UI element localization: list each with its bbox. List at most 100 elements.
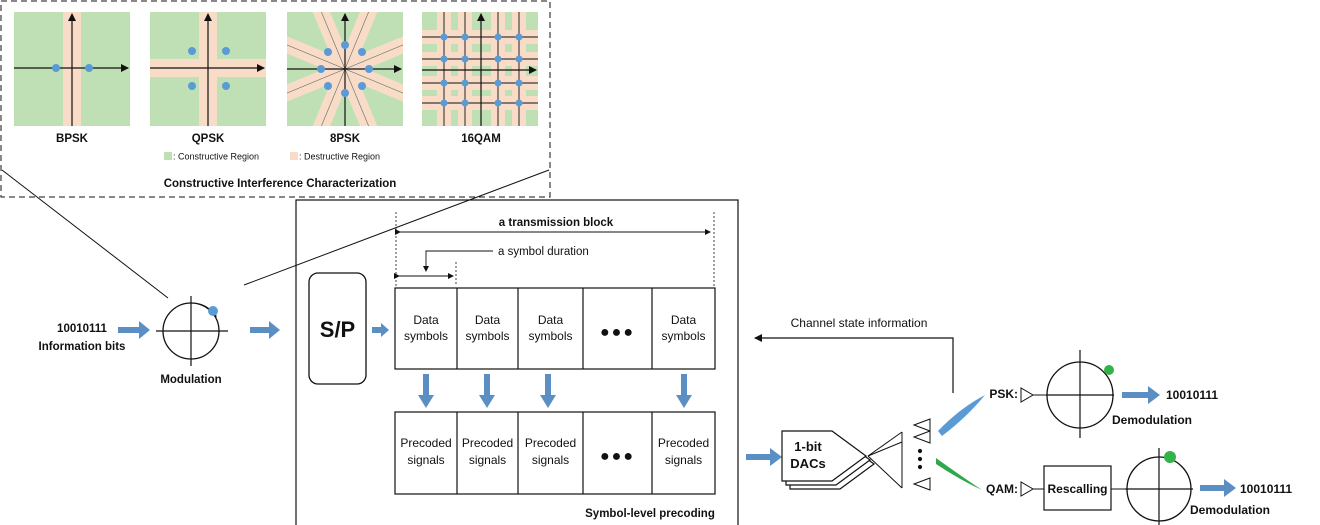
rescaling-label: Rescalling <box>1047 482 1107 496</box>
8psk-label: 8PSK <box>330 133 361 145</box>
panel-border <box>0 0 551 198</box>
antenna-array <box>867 418 931 491</box>
precoded-signals-label: signals <box>532 453 569 467</box>
csi-feedback-arrow <box>754 334 954 393</box>
constellation-point <box>515 33 523 41</box>
precoded-signals-label: signals <box>407 453 444 467</box>
psk-demod-constellation <box>1046 350 1114 438</box>
bpsk-constellation <box>14 12 130 126</box>
dac-label: DACs <box>790 456 825 471</box>
constellation-panel: BPSK QPSK 8PSK 16QAM : Constructive Regi… <box>0 0 551 198</box>
constellation-point <box>324 48 332 56</box>
dac-label: 1-bit <box>794 439 822 454</box>
data-symbols-label: Data <box>413 313 439 327</box>
data-ellipsis: ●●● <box>600 324 635 341</box>
data-symbols-label: symbols <box>661 329 705 343</box>
constellation-point <box>188 82 196 90</box>
qam-output-arrow <box>1200 479 1236 497</box>
qam-demodulation-label: Demodulation <box>1190 503 1270 517</box>
qam-demod-constellation <box>1125 448 1193 525</box>
constellation-point <box>85 64 93 72</box>
constellation-point <box>494 99 502 107</box>
modulation-label: Modulation <box>160 374 221 386</box>
qpsk-label: QPSK <box>192 133 225 145</box>
constellation-point <box>515 79 523 87</box>
constellation-point <box>188 47 196 55</box>
constellation-point <box>341 41 349 49</box>
data-symbols-label: Data <box>671 313 697 327</box>
constellation-point <box>461 33 469 41</box>
constellation-point <box>52 64 60 72</box>
precoded-signals-label: signals <box>469 453 506 467</box>
received-symbol-point <box>1164 451 1176 463</box>
constellation-point <box>515 99 523 107</box>
constellation-point <box>317 65 325 73</box>
modulation-constellation <box>156 296 228 366</box>
constructive-legend-swatch <box>164 152 172 160</box>
constellation-point <box>461 55 469 63</box>
callout-line-left <box>1 169 169 299</box>
psk-output-bits: 10010111 <box>1166 388 1218 402</box>
data-symbols-row: Data symbols Data symbols Data symbols ●… <box>394 287 716 370</box>
constellation-point <box>341 89 349 97</box>
8psk-constellation <box>287 12 403 126</box>
constellation-point <box>461 99 469 107</box>
symbol-duration-pointer <box>423 250 493 272</box>
symbol-level-precoding-block <box>295 199 739 525</box>
precoding-arrows <box>418 374 692 408</box>
qam-beam <box>936 458 982 490</box>
psk-output-arrow <box>1122 386 1160 404</box>
qam-antenna-icon <box>1020 481 1034 497</box>
constellation-point <box>440 99 448 107</box>
slp-caption: Symbol-level precoding <box>585 508 715 520</box>
constellation-point <box>440 79 448 87</box>
data-symbols-label: Data <box>475 313 501 327</box>
callout-line-right <box>243 169 550 286</box>
constellation-point <box>365 65 373 73</box>
precoded-signals-label: Precoded <box>400 436 451 450</box>
destructive-legend-swatch <box>290 152 298 160</box>
input-arrow <box>118 321 150 339</box>
psk-beam <box>938 395 985 436</box>
constellation-point <box>515 55 523 63</box>
qam-output-bits: 10010111 <box>1240 482 1292 496</box>
received-symbol-point <box>1104 365 1114 375</box>
psk-receiver-label: PSK: <box>989 387 1018 401</box>
modulation-arrow <box>250 321 280 339</box>
precoded-signals-label: Precoded <box>658 436 709 450</box>
constellation-point <box>494 55 502 63</box>
precoded-signals-label: signals <box>665 453 702 467</box>
psk-demodulation-label: Demodulation <box>1112 413 1192 427</box>
sp-arrow <box>372 323 389 337</box>
constellation-point <box>494 79 502 87</box>
csi-label: Channel state information <box>791 316 928 330</box>
qam-receiver-label: QAM: <box>986 482 1018 496</box>
input-bits-label: Information bits <box>39 341 126 353</box>
rescaling-block <box>1043 465 1112 511</box>
constellation-point <box>461 79 469 87</box>
modulated-symbol-point <box>208 306 218 316</box>
dac-block: 1-bit DACs <box>781 430 876 490</box>
constellation-point <box>358 48 366 56</box>
sp-converter <box>308 272 367 385</box>
constellation-point <box>222 47 230 55</box>
constellation-point <box>222 82 230 90</box>
panel-title: Constructive Interference Characterizati… <box>164 178 397 190</box>
transmission-block-label: a transmission block <box>499 217 614 229</box>
destructive-legend-label: : Destructive Region <box>299 152 380 162</box>
data-symbols-label: symbols <box>465 329 509 343</box>
precoded-signals-label: Precoded <box>525 436 576 450</box>
precoded-ellipsis: ●●● <box>600 448 635 465</box>
constellation-point <box>440 55 448 63</box>
sp-label: S/P <box>320 317 355 342</box>
psk-antenna-icon <box>1020 387 1034 403</box>
data-symbols-label: symbols <box>528 329 572 343</box>
constellation-point <box>324 82 332 90</box>
dac-input-arrow <box>746 448 782 466</box>
constructive-legend-label: : Constructive Region <box>173 152 259 162</box>
data-symbols-label: symbols <box>404 329 448 343</box>
constellation-point <box>494 33 502 41</box>
16qam-constellation <box>422 12 538 126</box>
data-symbols-label: Data <box>538 313 564 327</box>
